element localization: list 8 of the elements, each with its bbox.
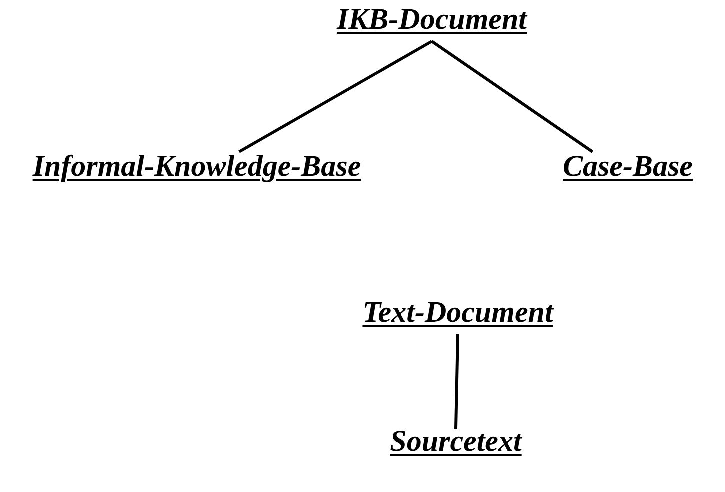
- connector-line: [431, 40, 594, 154]
- connector-line: [454, 334, 460, 430]
- node-label: Text-Document: [362, 296, 554, 330]
- node-label: Informal-Knowledge-Base: [32, 150, 362, 184]
- node-label: IKB-Document: [336, 3, 528, 38]
- node-label: Sourcetext: [390, 425, 522, 460]
- node-label: Case-Base: [563, 150, 693, 184]
- connector-line: [238, 40, 433, 154]
